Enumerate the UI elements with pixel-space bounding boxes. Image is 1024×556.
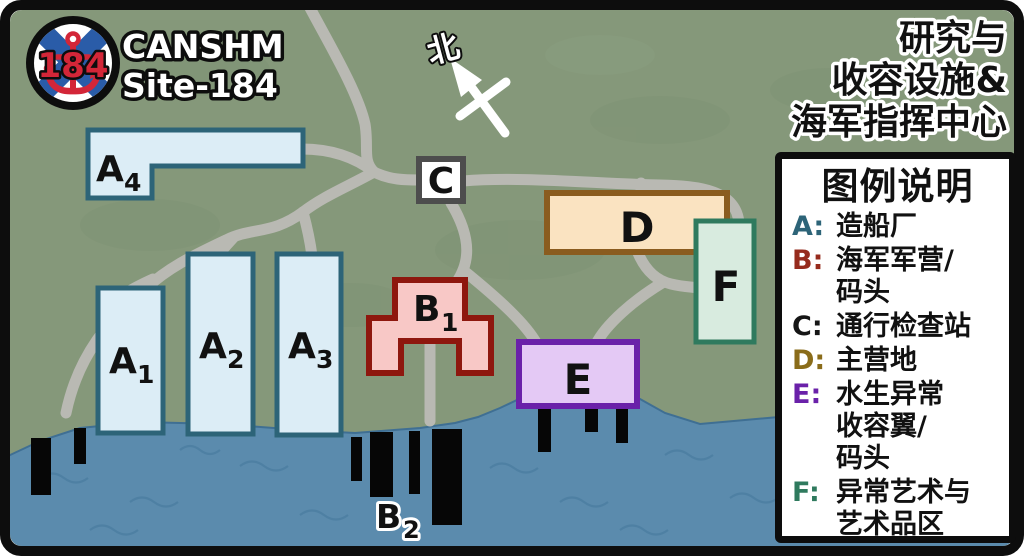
facility-title: 研究与 收容设施& 海军指挥中心 xyxy=(787,15,1010,147)
building-c-checkpoint xyxy=(416,156,466,204)
building-a4-sub: 4 xyxy=(124,168,141,197)
building-a2-label: A xyxy=(199,326,227,367)
legend-item-e-cont2: 码头 xyxy=(792,443,1003,475)
legend-title: 图例说明 xyxy=(821,165,974,208)
pier-b2-2 xyxy=(370,432,393,497)
pier-b2-label: B 2 xyxy=(373,494,423,547)
legend-text: 收容翼/ xyxy=(836,411,927,442)
pier-b2-4 xyxy=(432,429,462,525)
legend-key-e: E: xyxy=(792,379,822,410)
site-name: Site-184 xyxy=(122,66,278,105)
legend-item-e-cont: 收容翼/ xyxy=(792,411,1003,443)
legend-key-d: D: xyxy=(792,345,826,376)
legend-text: 异常艺术与 xyxy=(836,477,971,508)
legend-text: 通行检查站 xyxy=(836,311,971,342)
facility-title-line3: 海军指挥中心 xyxy=(791,102,1007,143)
legend-text: 海军军营/ xyxy=(836,245,954,276)
building-a4 xyxy=(85,127,306,201)
legend-text: 水生异常 xyxy=(836,379,944,410)
legend-panel: 图例说明 A: 造船厂 B: 海军军营/ 码头 C: 通行检查站 D: 主营地 E: 水生… xyxy=(775,152,1016,543)
road-to-e-east xyxy=(590,277,668,350)
pier-e-2 xyxy=(585,406,598,432)
building-e xyxy=(516,339,640,409)
site-logo-badge: 184 xyxy=(26,16,120,110)
road-d-loop xyxy=(632,247,704,294)
legend-key-f: F: xyxy=(792,477,820,508)
buildings: A 4 A 1 A 2 A 3 B 1 C D F E xyxy=(85,127,757,438)
building-f-label: F xyxy=(712,262,741,311)
pier-e-1 xyxy=(538,406,551,452)
building-a2-sub: 2 xyxy=(227,345,244,374)
anchor-icon xyxy=(42,31,104,95)
logo-number: 184 xyxy=(38,46,109,86)
water-texture xyxy=(39,444,779,536)
pier-b2-sub: 2 xyxy=(403,516,420,544)
pier-b2-3 xyxy=(409,431,420,494)
legend-item-a: A: 造船厂 xyxy=(792,211,1003,243)
legend-key-a: A: xyxy=(792,211,825,242)
pier-e-3 xyxy=(616,406,628,443)
road-a4-link xyxy=(296,143,380,178)
legend-item-b-cont: 码头 xyxy=(792,277,1003,309)
legend-text: 码头 xyxy=(836,443,890,474)
legend-key-b: B: xyxy=(792,245,824,276)
building-b1-sub: 1 xyxy=(441,308,458,337)
facility-title-line2: 收容设施& xyxy=(832,60,1007,101)
site-title: CANSHM Site-184 xyxy=(119,24,288,109)
building-d-label: D xyxy=(620,203,655,252)
org-name: CANSHM xyxy=(122,27,284,66)
legend-item-d: D: 主营地 xyxy=(792,345,1003,377)
pier-west-1 xyxy=(31,438,51,495)
road-main-trunk xyxy=(303,10,380,178)
building-a1-label: A xyxy=(109,341,137,382)
pier-west-2 xyxy=(74,428,86,464)
building-a4-label: A xyxy=(96,149,124,190)
building-c-label: C xyxy=(428,161,454,202)
building-a3 xyxy=(274,251,344,438)
facility-title-line1: 研究与 xyxy=(899,18,1007,59)
legend-item-f: F: 异常艺术与 xyxy=(792,477,1003,509)
legend-item-f-cont: 艺术品区 xyxy=(792,509,1003,541)
legend-text: 码头 xyxy=(836,277,890,308)
building-b1 xyxy=(366,277,494,376)
building-a3-sub: 3 xyxy=(316,345,333,374)
north-compass-icon: 北 xyxy=(421,25,511,138)
legend-key-c: C: xyxy=(792,311,823,342)
legend-item-c: C: 通行检查站 xyxy=(792,311,1003,343)
building-a1-sub: 1 xyxy=(137,360,154,389)
pier-b2-1 xyxy=(351,437,362,481)
building-e-label: E xyxy=(564,355,593,404)
pier-b2-letter: B xyxy=(376,497,401,536)
building-a3-label: A xyxy=(288,326,316,367)
building-a2 xyxy=(185,251,256,437)
building-b1-label: B xyxy=(413,289,440,330)
building-f xyxy=(693,218,757,345)
legend-text: 主营地 xyxy=(836,345,917,376)
building-a1 xyxy=(95,285,166,436)
legend-item-e: E: 水生异常 xyxy=(792,379,1003,411)
legend-text: 艺术品区 xyxy=(836,509,944,540)
legend-item-b: B: 海军军营/ xyxy=(792,245,1003,277)
piers xyxy=(31,406,628,525)
road-to-e-west xyxy=(457,264,543,350)
legend-text: 造船厂 xyxy=(836,211,917,242)
